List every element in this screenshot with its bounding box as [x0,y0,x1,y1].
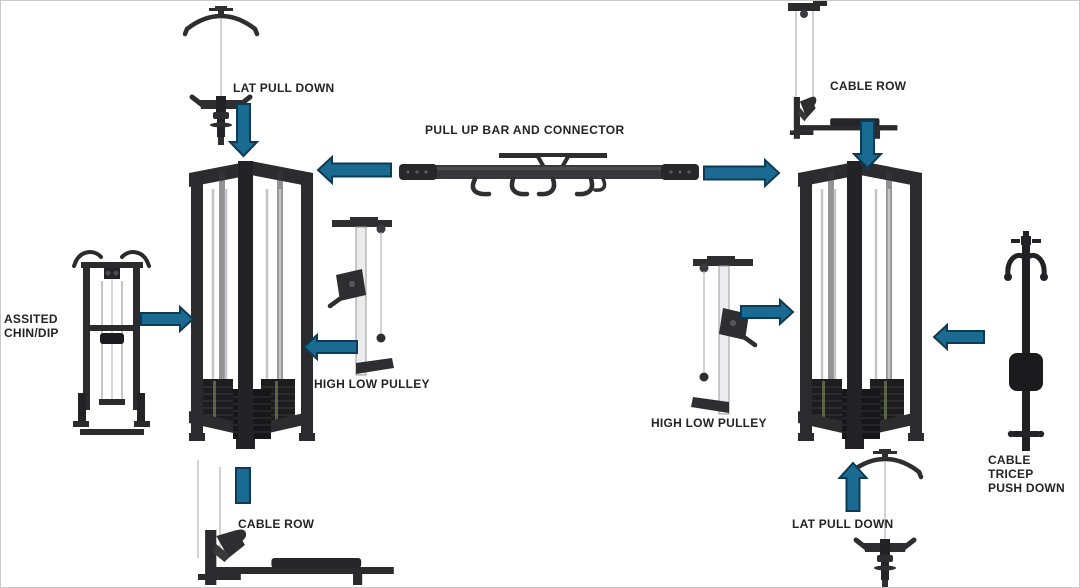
label-pull-up-bar-connector: PULL UP BAR AND CONNECTOR [425,123,625,137]
arrow-down-cable-row-top-right [851,120,884,170]
right-weight-tower-illustration [796,159,926,451]
pull-up-bar-illustration [399,153,699,197]
label-lat-pull-down-bottom-right: LAT PULL DOWN [792,517,894,531]
arrow-left-pull-up-bar-to-left-tower [316,154,392,186]
cable-row-top-right-illustration [788,1,898,139]
left-weight-tower-illustration [187,159,317,451]
label-cable-row-bottom-left: CABLE ROW [238,517,315,531]
label-cable-tricep-push-down: CABLE TRICEP PUSH DOWN [988,453,1065,496]
arrow-right-chin-dip-to-left-tower [140,304,195,334]
label-high-low-pulley-left: HIGH LOW PULLEY [314,377,430,391]
arrow-up-lat-pull-down-bottom-right [837,461,869,512]
connector-bar-cable-row-bottom-left [235,467,251,504]
label-cable-row-top-right: CABLE ROW [830,79,907,93]
label-high-low-pulley-right: HIGH LOW PULLEY [651,416,767,430]
arrow-left-high-low-pulley-to-left-tower [302,332,358,362]
arrow-left-tricep-to-right-tower [932,322,985,352]
arrow-down-lat-pull-down-top [227,103,260,158]
arrow-right-high-low-pulley-to-right-tower [740,297,795,327]
arrows-layer [140,103,985,512]
assisted-chin-dip-illustration [72,250,151,435]
label-assisted-chin-dip: ASSITED CHIN/DIP [4,312,59,341]
cable-row-bottom-left-illustration [197,460,394,585]
high-low-pulley-right-illustration [691,256,755,414]
cable-tricep-push-down-illustration [1004,231,1048,451]
label-lat-pull-down-top-left: LAT PULL DOWN [233,81,335,95]
arrow-right-pull-up-bar-to-right-tower [703,157,781,189]
